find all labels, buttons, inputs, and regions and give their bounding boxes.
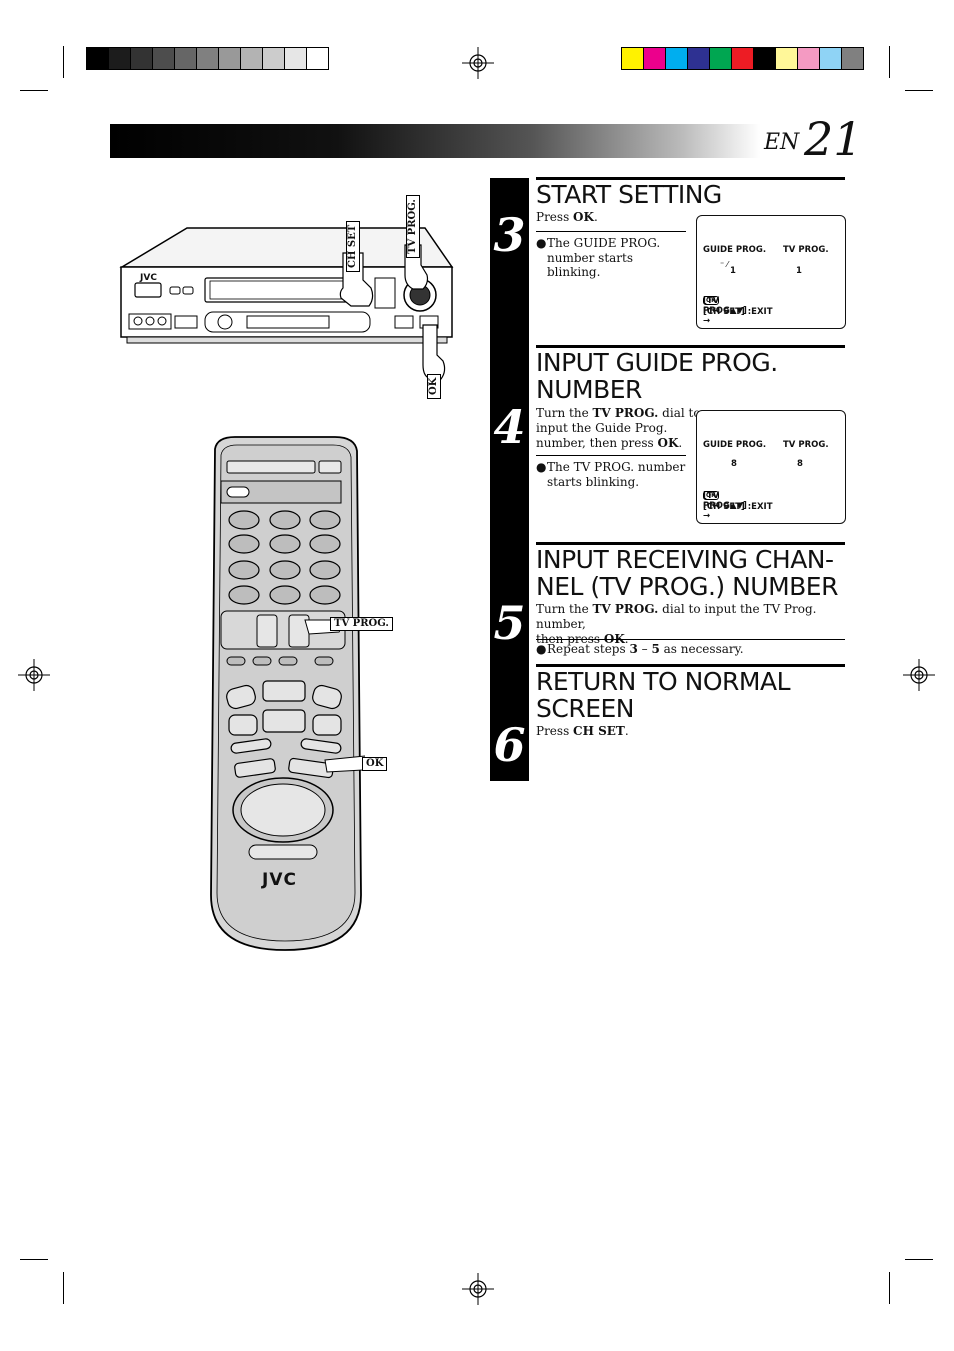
calibration-swatch xyxy=(130,48,152,69)
registration-mark-top xyxy=(462,47,494,79)
calibration-swatch xyxy=(753,48,775,69)
calibration-swatch xyxy=(87,48,108,69)
grey-calibration-bar xyxy=(86,47,329,70)
step-3-instruction: Press OK. xyxy=(536,210,598,224)
remote-brand-label: JVC xyxy=(262,870,297,890)
calibration-swatch xyxy=(622,48,643,69)
step-6-instruction: Press CH SET. xyxy=(536,724,629,738)
step-number-6: 6 xyxy=(493,718,526,772)
language-label: EN xyxy=(764,130,800,155)
step-number-4: 4 xyxy=(493,400,526,454)
callout-ch-set: CH SET xyxy=(346,220,360,272)
vcr-illustration xyxy=(119,227,454,380)
calibration-swatch xyxy=(240,48,262,69)
calibration-swatch xyxy=(306,48,328,69)
step-4-osd-screen: GUIDE PROG. TV PROG. 8 8 [TV PROG▲▼] → O… xyxy=(696,410,846,524)
registration-mark-left xyxy=(18,659,50,691)
step-3-osd-screen: GUIDE PROG. TV PROG. ⁼ ⁄ 1 1 [TV PROG▲▼]… xyxy=(696,215,846,329)
step-3-title: START SETTING xyxy=(536,180,722,209)
step-number-5: 5 xyxy=(493,596,526,650)
step-5-instruction: Turn the TV PROG. dial to input the TV P… xyxy=(536,602,817,646)
header-gradient-bar xyxy=(110,124,760,158)
vcr-brand-label: JVC xyxy=(140,273,157,283)
registration-mark-right xyxy=(903,659,935,691)
calibration-swatch xyxy=(174,48,196,69)
calibration-swatch xyxy=(196,48,218,69)
calibration-swatch xyxy=(218,48,240,69)
calibration-swatch xyxy=(262,48,284,69)
callout-ok-vcr: OK xyxy=(427,373,441,399)
color-calibration-bar xyxy=(621,47,864,70)
calibration-swatch xyxy=(819,48,841,69)
calibration-swatch xyxy=(284,48,306,69)
calibration-swatch xyxy=(731,48,753,69)
calibration-swatch xyxy=(152,48,174,69)
step-4-instruction: Turn the TV PROG. dial to input the Guid… xyxy=(536,406,701,450)
calibration-swatch xyxy=(687,48,709,69)
calibration-swatch xyxy=(709,48,731,69)
step-number-bar: 3 4 5 6 xyxy=(490,178,529,781)
calibration-swatch xyxy=(108,48,130,69)
step-number-3: 3 xyxy=(493,208,526,262)
callout-ok-remote: OK xyxy=(362,757,388,771)
calibration-swatch xyxy=(643,48,665,69)
blink-marks: ⁼ ⁄ xyxy=(720,260,729,269)
calibration-swatch xyxy=(841,48,863,69)
remote-illustration xyxy=(210,436,365,951)
page-number: 21 xyxy=(804,112,863,166)
callout-tv-prog-vcr: TV PROG. xyxy=(406,195,420,258)
calibration-swatch xyxy=(797,48,819,69)
step-5-title: INPUT RECEIVING CHAN-NEL (TV PROG.) NUMB… xyxy=(536,545,838,601)
callout-tv-prog-remote: TV PROG. xyxy=(330,617,393,631)
registration-mark-bottom xyxy=(462,1273,494,1305)
calibration-swatch xyxy=(775,48,797,69)
calibration-swatch xyxy=(665,48,687,69)
step-4-title: INPUT GUIDE PROG.NUMBER xyxy=(536,348,778,404)
